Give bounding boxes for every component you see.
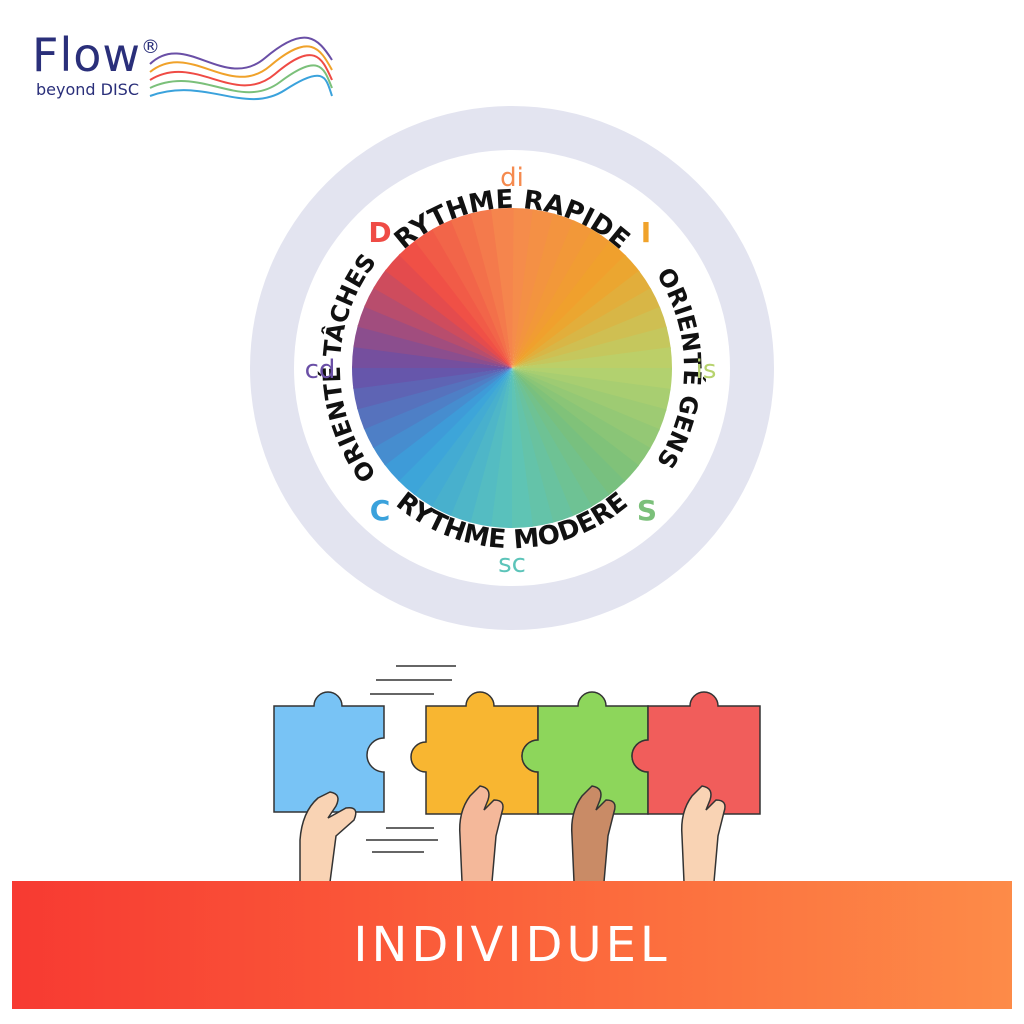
wheel-segment	[357, 305, 512, 368]
wheel-segment	[353, 368, 512, 410]
style-label-is: is	[696, 355, 717, 385]
wheel-segment	[512, 254, 640, 368]
wheel-segment	[357, 368, 512, 430]
logo-swoosh-icon	[149, 36, 333, 101]
wheel-segment	[384, 368, 512, 482]
wheel-segment	[512, 368, 610, 508]
wheel-segment	[512, 368, 554, 527]
logo-name: Flow	[32, 28, 142, 82]
style-label-di: di	[500, 163, 524, 193]
wheel-segment	[512, 270, 652, 368]
disc-color-wheel	[352, 208, 672, 528]
wheel-segment	[432, 219, 512, 368]
wheel-segment	[512, 241, 627, 368]
wheel-segment	[512, 368, 592, 517]
logo-tagline: beyond DISC	[36, 80, 140, 99]
wheel-segment	[512, 326, 671, 368]
style-label-d: D	[368, 216, 391, 249]
wheel-segment	[512, 306, 667, 368]
wheel-segment	[512, 368, 667, 431]
hand-icon	[299, 791, 357, 883]
wheel-segment	[512, 220, 594, 368]
wheel-segment	[449, 368, 512, 523]
wheel-segment	[373, 269, 512, 368]
wheel-segment	[398, 240, 512, 368]
wheel-segment	[364, 286, 512, 368]
style-label-c: C	[370, 494, 391, 527]
wheel-segment	[430, 368, 512, 516]
banner-label: INDIVIDUEL	[353, 917, 671, 973]
wheel-segment	[352, 366, 512, 389]
hand-icon	[570, 785, 616, 883]
wheel-segment	[512, 368, 651, 467]
wheel-segment	[450, 213, 512, 368]
wheel-segment	[510, 368, 533, 528]
wheel-segment	[397, 368, 512, 495]
style-label-i: I	[641, 216, 651, 249]
wheel-segment	[491, 208, 514, 368]
wheel-segment	[470, 209, 512, 368]
individuel-banner: INDIVIDUEL	[12, 881, 1012, 1009]
puzzle-piece-blue	[273, 691, 385, 813]
wheel-segment	[512, 288, 661, 368]
wheel-segment	[512, 368, 660, 450]
wheel-segment	[512, 368, 574, 523]
style-label-cd: cd	[305, 355, 336, 385]
wheel-segment	[512, 347, 672, 370]
wheel-segment	[413, 368, 512, 507]
hand-icon	[680, 785, 726, 883]
wheel-segment	[512, 368, 626, 496]
style-label-s: S	[637, 494, 657, 527]
style-label-sc: sc	[498, 549, 526, 579]
wheel-segment	[414, 228, 512, 368]
wheel-segment	[385, 253, 512, 368]
logo-registered-mark: ®	[141, 36, 160, 58]
wheel-segment	[512, 213, 575, 368]
hand-icon	[458, 785, 504, 883]
wheel-segment	[372, 368, 512, 466]
wheel-segment	[363, 368, 512, 448]
wheel-segment	[512, 368, 639, 483]
motion-lines	[366, 665, 456, 853]
wheel-segment	[512, 229, 611, 368]
